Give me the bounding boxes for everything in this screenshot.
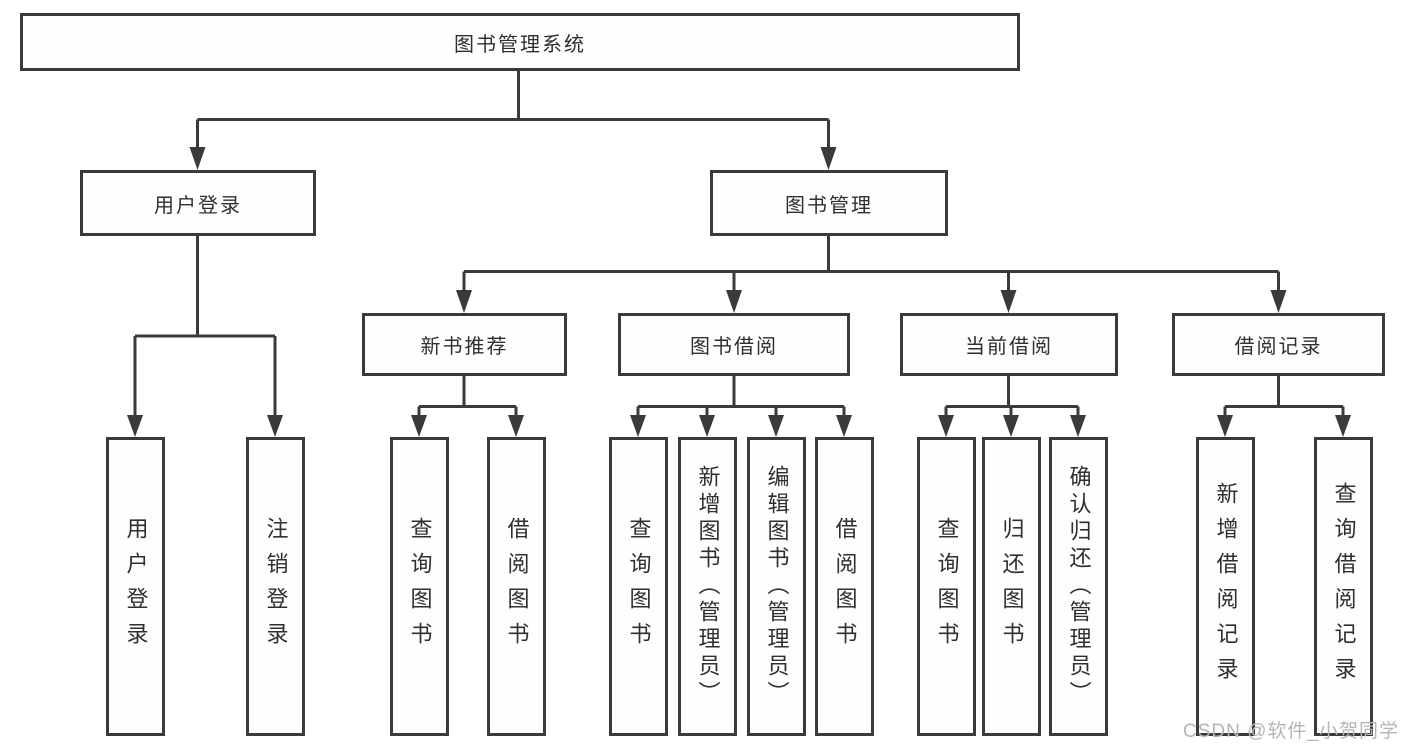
leaf-label: 新增图书（管理员） (695, 465, 721, 708)
node-root: 图书管理系统 (20, 13, 1020, 71)
leaf-confirm-return-admin: 确认归还（管理员） (1049, 437, 1108, 736)
node-new-book-recommend: 新书推荐 (362, 313, 567, 376)
leaf-label: 归还图书 (999, 516, 1025, 657)
leaf-borrow-books: 借阅图书 (815, 437, 874, 736)
leaf-label: 编辑图书（管理员） (764, 465, 790, 708)
leaf-label: 新增借阅记录 (1213, 481, 1239, 692)
leaf-add-books-admin: 新增图书（管理员） (678, 437, 737, 736)
leaf-user-login: 用户登录 (106, 437, 165, 736)
leaf-label: 借阅图书 (832, 516, 858, 657)
leaf-add-borrow-record: 新增借阅记录 (1196, 437, 1255, 736)
leaf-query-books-borrowing: 查询图书 (609, 437, 668, 736)
leaf-query-books-recommend: 查询图书 (390, 437, 449, 736)
leaf-edit-books-admin: 编辑图书（管理员） (747, 437, 806, 736)
leaf-label: 查询图书 (407, 516, 433, 657)
leaf-label: 用户登录 (123, 516, 149, 657)
leaf-label: 查询借阅记录 (1331, 481, 1357, 692)
node-book-borrowing: 图书借阅 (618, 313, 850, 376)
node-current-borrowing: 当前借阅 (900, 313, 1118, 376)
node-borrowing-records: 借阅记录 (1172, 313, 1385, 376)
leaf-query-borrow-record: 查询借阅记录 (1314, 437, 1373, 736)
node-user-login: 用户登录 (80, 170, 316, 236)
node-book-management: 图书管理 (710, 170, 948, 236)
leaf-label: 借阅图书 (504, 516, 530, 657)
leaf-borrow-books-recommend: 借阅图书 (487, 437, 546, 736)
leaf-label: 注销登录 (263, 516, 289, 657)
leaf-return-books: 归还图书 (982, 437, 1041, 736)
leaf-label: 查询图书 (626, 516, 652, 657)
leaf-logout: 注销登录 (246, 437, 305, 736)
leaf-label: 查询图书 (934, 516, 960, 657)
csdn-watermark: CSDN @软件_小贺同学 (1183, 721, 1399, 742)
leaf-label: 确认归还（管理员） (1066, 465, 1092, 708)
leaf-query-books-current: 查询图书 (917, 437, 976, 736)
